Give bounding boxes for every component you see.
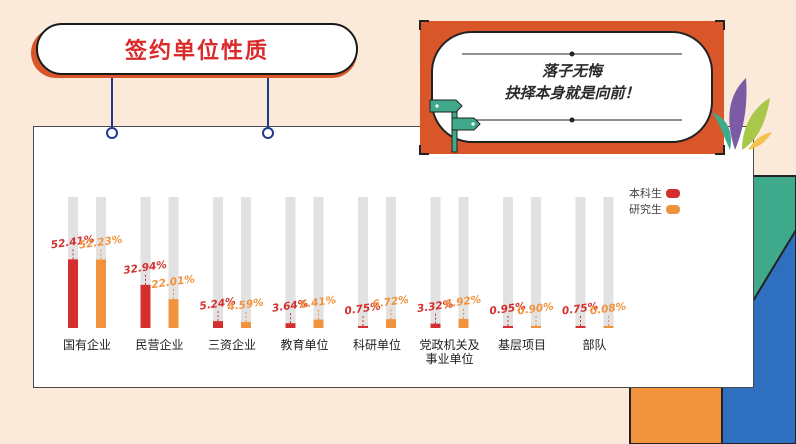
- data-label: 0.75%: [561, 301, 599, 318]
- bar-track: [386, 197, 396, 328]
- bar-track: [140, 197, 151, 328]
- bar-track: [575, 197, 586, 328]
- data-label: 6.41%: [299, 294, 337, 311]
- data-label: 5.24%: [199, 296, 237, 313]
- bar-graduate: [313, 319, 324, 328]
- signpost-icon: [429, 99, 481, 153]
- category-label: 民营企业: [135, 337, 183, 352]
- data-label: 0.08%: [589, 301, 627, 318]
- bar-track: [285, 197, 296, 328]
- quote-text-block: 落子无悔 抉择本身就是向前！: [432, 60, 712, 104]
- bar-chart: 52.41%52.23%国有企业32.94%22.01%民营企业5.24%4.5…: [50, 186, 680, 366]
- title-wrap: 签约单位性质: [37, 24, 357, 74]
- page-title: 签约单位性质: [124, 39, 269, 64]
- data-label: 3.32%: [416, 298, 454, 315]
- bar-track: [503, 197, 513, 328]
- bar-graduate: [603, 326, 614, 328]
- bar-track: [430, 197, 441, 328]
- bar-undergrad: [285, 323, 296, 328]
- legend-swatch: [666, 189, 680, 198]
- category-label: 三资企业: [208, 337, 256, 352]
- bar-graduate: [241, 321, 251, 328]
- legend-label: 研究生: [629, 202, 662, 216]
- data-label: 4.59%: [226, 297, 265, 314]
- quote-line-1: 落子无悔: [541, 62, 602, 80]
- bar-graduate: [458, 318, 469, 328]
- category-label: 教育单位: [280, 337, 328, 352]
- bar-graduate: [168, 299, 179, 328]
- bar-track: [241, 197, 251, 328]
- bar-track: [603, 197, 614, 328]
- bar-undergrad: [503, 326, 513, 328]
- bar-graduate: [531, 326, 541, 328]
- bar-track: [168, 197, 179, 328]
- data-label: 52.23%: [78, 234, 123, 252]
- category-label: 党政机关及: [419, 337, 479, 352]
- bar-undergrad: [140, 284, 151, 328]
- data-label: 0.75%: [344, 301, 382, 318]
- category-label: 科研单位: [353, 337, 401, 352]
- bar-track: [458, 197, 469, 328]
- quote-line-2: 抉择本身就是向前！: [504, 84, 640, 102]
- bar-undergrad: [575, 326, 586, 328]
- bar-graduate: [386, 319, 396, 328]
- bar-track: [531, 197, 541, 328]
- bar-track: [213, 197, 223, 328]
- quote-card: [419, 20, 772, 155]
- data-label: 0.90%: [517, 301, 555, 318]
- category-label: 国有企业: [63, 337, 111, 352]
- category-label: 事业单位: [425, 351, 473, 366]
- bar-undergrad: [430, 323, 441, 328]
- bar-track: [313, 197, 324, 328]
- bar-undergrad: [68, 259, 78, 328]
- bar-undergrad: [213, 321, 223, 328]
- bar-graduate: [96, 259, 106, 328]
- leaves-icon: [712, 78, 772, 150]
- title-banner: [31, 23, 358, 139]
- data-label: 6.72%: [372, 294, 410, 311]
- data-label: 6.92%: [444, 293, 482, 310]
- bar-undergrad: [358, 326, 368, 328]
- category-label: 部队: [582, 337, 606, 352]
- legend-swatch: [666, 205, 680, 214]
- category-label: 基层项目: [498, 338, 546, 352]
- data-label: 0.95%: [489, 301, 527, 318]
- legend-label: 本科生: [629, 186, 662, 200]
- data-label: 3.64%: [271, 298, 309, 315]
- bar-track: [358, 197, 368, 328]
